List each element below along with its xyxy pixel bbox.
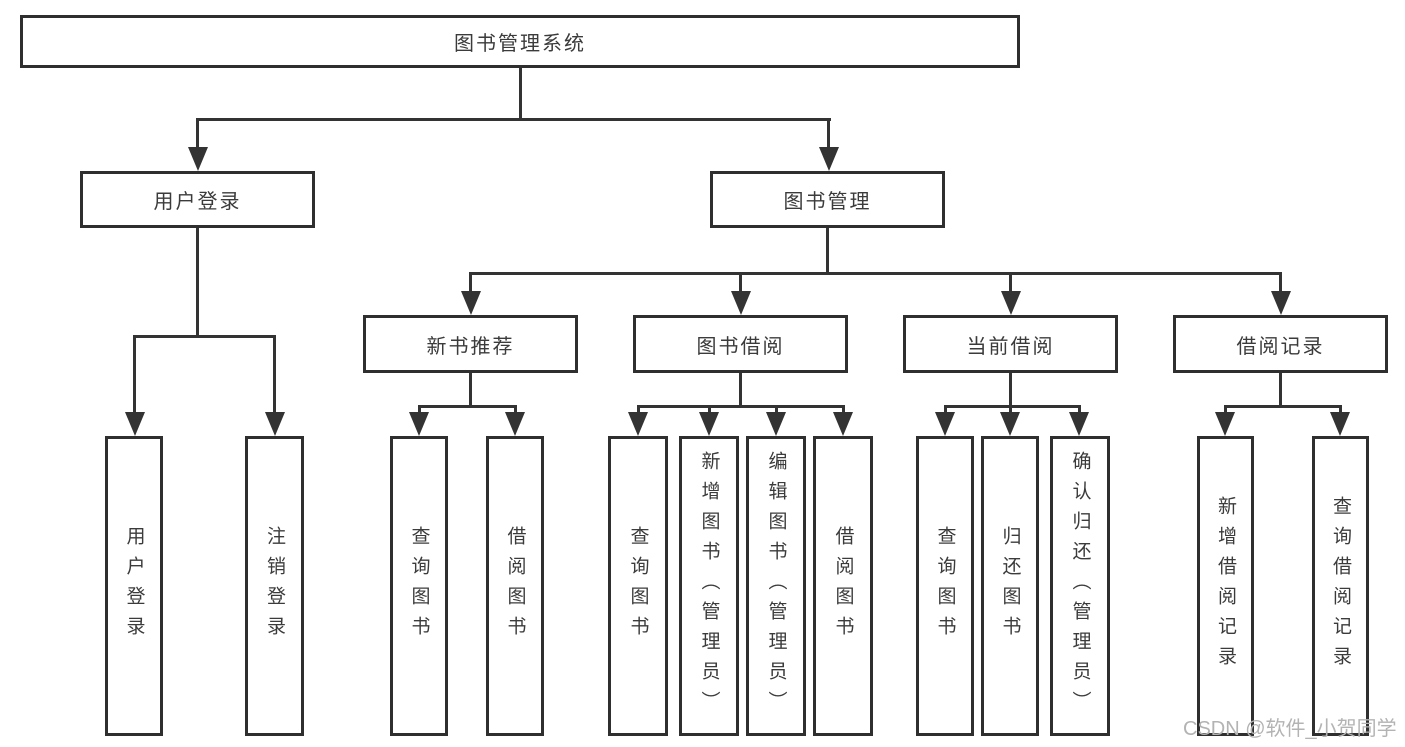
connector-line xyxy=(1279,373,1282,405)
connector-line xyxy=(1078,408,1081,414)
leaf-borrow-books: 借阅图书 xyxy=(813,436,873,736)
connector-line xyxy=(1009,275,1012,293)
node-root-label: 图书管理系统 xyxy=(454,33,586,55)
connector-arrow xyxy=(265,412,285,436)
leaf-label: 查询图书 xyxy=(408,526,430,646)
connector-line xyxy=(637,408,640,414)
connector-line xyxy=(944,408,947,414)
connector-line xyxy=(827,121,830,149)
leaf-query-books-borrow: 查询图书 xyxy=(608,436,668,736)
leaf-query-books-current: 查询图书 xyxy=(916,436,974,736)
node-label: 新书推荐 xyxy=(426,335,515,358)
connector-line xyxy=(519,68,522,118)
leaf-label: 用户登录 xyxy=(123,526,145,646)
leaf-borrow-books-recommend: 借阅图书 xyxy=(486,436,544,736)
connector-arrow xyxy=(699,412,719,436)
leaf-label: 借阅图书 xyxy=(832,526,854,646)
connector-line xyxy=(133,335,276,338)
connector-arrow xyxy=(1000,412,1020,436)
node-book-borrow: 图书借阅 xyxy=(633,315,848,373)
csdn-watermark: CSDN @软件_小贺同学 xyxy=(1183,718,1397,740)
leaf-label: 新增图书（管理员） xyxy=(698,451,720,721)
connector-arrow xyxy=(935,412,955,436)
connector-line xyxy=(842,408,845,414)
connector-line xyxy=(196,228,199,335)
connector-arrow xyxy=(1069,412,1089,436)
connector-line xyxy=(739,373,742,405)
connector-arrow xyxy=(766,412,786,436)
leaf-edit-books-admin: 编辑图书（管理员） xyxy=(746,436,806,736)
connector-line xyxy=(273,338,276,413)
node-label: 用户登录 xyxy=(153,191,242,213)
leaf-label: 新增借阅记录 xyxy=(1215,496,1236,676)
leaf-user-login: 用户登录 xyxy=(105,436,163,736)
leaf-label: 查询借阅记录 xyxy=(1330,496,1351,676)
connector-line xyxy=(944,405,1081,408)
connector-line xyxy=(708,408,711,414)
connector-line xyxy=(1009,408,1012,414)
node-book-management: 图书管理 xyxy=(710,171,945,228)
connector-line xyxy=(469,275,472,293)
connector-line xyxy=(469,272,1282,275)
connector-line xyxy=(1279,275,1282,293)
connector-line xyxy=(196,121,199,149)
leaf-label: 确认归还（管理员） xyxy=(1069,451,1091,721)
connector-arrow xyxy=(188,147,208,171)
connector-arrow xyxy=(628,412,648,436)
node-root-system: 图书管理系统 xyxy=(20,15,1020,68)
leaf-label: 编辑图书（管理员） xyxy=(765,451,787,721)
connector-arrow xyxy=(1001,291,1021,315)
node-new-book-recommend: 新书推荐 xyxy=(363,315,578,373)
connector-line xyxy=(418,405,517,408)
leaf-query-books-recommend: 查询图书 xyxy=(390,436,448,736)
connector-line xyxy=(1339,408,1342,414)
connector-arrow xyxy=(833,412,853,436)
node-label: 图书管理 xyxy=(783,191,872,213)
connector-arrow xyxy=(125,412,145,436)
node-borrow-record: 借阅记录 xyxy=(1173,315,1388,373)
connector-line xyxy=(196,118,831,121)
connector-line xyxy=(418,408,421,414)
leaf-query-borrow-record: 查询借阅记录 xyxy=(1312,436,1369,736)
node-label: 图书借阅 xyxy=(696,335,785,358)
connector-line xyxy=(826,228,829,272)
leaf-add-books-admin: 新增图书（管理员） xyxy=(679,436,739,736)
connector-line xyxy=(1224,405,1342,408)
connector-line xyxy=(775,408,778,414)
connector-line xyxy=(739,275,742,293)
node-label: 当前借阅 xyxy=(966,335,1055,358)
connector-arrow xyxy=(461,291,481,315)
leaf-add-borrow-record: 新增借阅记录 xyxy=(1197,436,1254,736)
connector-arrow xyxy=(505,412,525,436)
leaf-label: 借阅图书 xyxy=(504,526,526,646)
connector-line xyxy=(514,408,517,414)
leaf-label: 注销登录 xyxy=(264,526,285,646)
leaf-return-books: 归还图书 xyxy=(981,436,1039,736)
node-label: 借阅记录 xyxy=(1236,335,1325,358)
connector-arrow xyxy=(409,412,429,436)
connector-line xyxy=(1009,373,1012,405)
node-current-borrow: 当前借阅 xyxy=(903,315,1118,373)
connector-arrow xyxy=(819,147,839,171)
connector-line xyxy=(637,405,845,408)
node-user-login: 用户登录 xyxy=(80,171,315,228)
leaf-logout: 注销登录 xyxy=(245,436,304,736)
connector-line xyxy=(133,338,136,413)
leaf-label: 查询图书 xyxy=(934,526,956,646)
connector-arrow xyxy=(731,291,751,315)
leaf-label: 查询图书 xyxy=(627,526,649,646)
connector-arrow xyxy=(1215,412,1235,436)
leaf-label: 归还图书 xyxy=(999,526,1021,646)
leaf-confirm-return-admin: 确认归还（管理员） xyxy=(1050,436,1110,736)
connector-arrow xyxy=(1330,412,1350,436)
connector-line xyxy=(1224,408,1227,414)
connector-arrow xyxy=(1271,291,1291,315)
connector-line xyxy=(469,373,472,405)
